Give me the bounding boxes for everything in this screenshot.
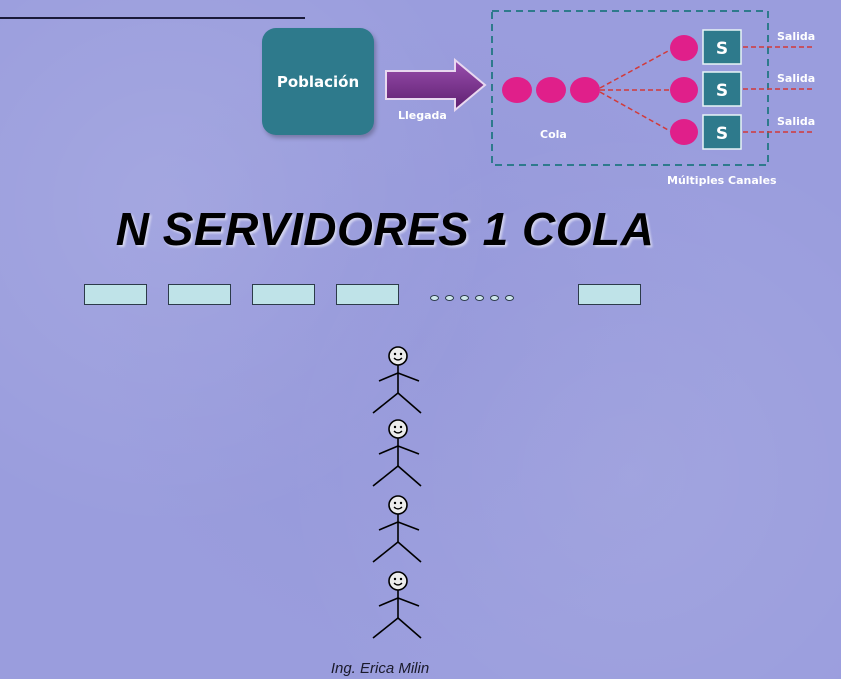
ellipsis-dot bbox=[460, 295, 469, 301]
server-rect bbox=[252, 284, 315, 305]
cola-label: Cola bbox=[540, 128, 567, 141]
server-letter: S bbox=[716, 81, 728, 101]
page-title: N SERVIDORES 1 COLA bbox=[115, 203, 655, 255]
multiples-canales-label: Múltiples Canales bbox=[667, 174, 777, 187]
ellipsis-dot bbox=[430, 295, 439, 301]
channels-dashed-border bbox=[491, 10, 769, 166]
stick-figure-person bbox=[367, 494, 423, 564]
queue-customer-dot bbox=[570, 77, 600, 103]
poblacion-label: Población bbox=[276, 72, 360, 91]
queue-diagram: S S S Salida Salida Salida Llegada Cola … bbox=[385, 10, 815, 187]
served-customer-dot bbox=[670, 35, 698, 61]
ellipsis-dot bbox=[490, 295, 499, 301]
server-box bbox=[702, 114, 742, 150]
poblacion-box: Población bbox=[262, 28, 374, 135]
stick-figure-person bbox=[367, 418, 423, 488]
server-letter: S bbox=[716, 39, 728, 59]
routing-line bbox=[599, 91, 671, 132]
queue-customer-dot bbox=[536, 77, 566, 103]
server-box bbox=[702, 29, 742, 65]
ellipsis-dot bbox=[505, 295, 514, 301]
exit-label: Salida bbox=[777, 72, 815, 85]
server-box bbox=[702, 71, 742, 107]
ellipsis-dots bbox=[430, 295, 514, 305]
arrival-arrow bbox=[385, 57, 487, 113]
server-letter: S bbox=[716, 124, 728, 144]
llegada-label: Llegada bbox=[398, 109, 447, 122]
server-rect bbox=[84, 284, 147, 305]
server-rect bbox=[168, 284, 231, 305]
queue-customer-dot bbox=[502, 77, 532, 103]
ellipsis-dot bbox=[445, 295, 454, 301]
author-credit: Ing. Erica Milin bbox=[330, 660, 430, 677]
server-rect bbox=[578, 284, 641, 305]
exit-label: Salida bbox=[777, 30, 815, 43]
served-customer-dot bbox=[670, 77, 698, 103]
top-rule bbox=[0, 17, 305, 19]
ellipsis-dot bbox=[475, 295, 484, 301]
exit-label: Salida bbox=[777, 115, 815, 128]
server-rect bbox=[336, 284, 399, 305]
stick-figure-person bbox=[367, 570, 423, 640]
stick-figure-person bbox=[367, 345, 423, 415]
served-customer-dot bbox=[670, 119, 698, 145]
routing-line bbox=[599, 49, 671, 89]
